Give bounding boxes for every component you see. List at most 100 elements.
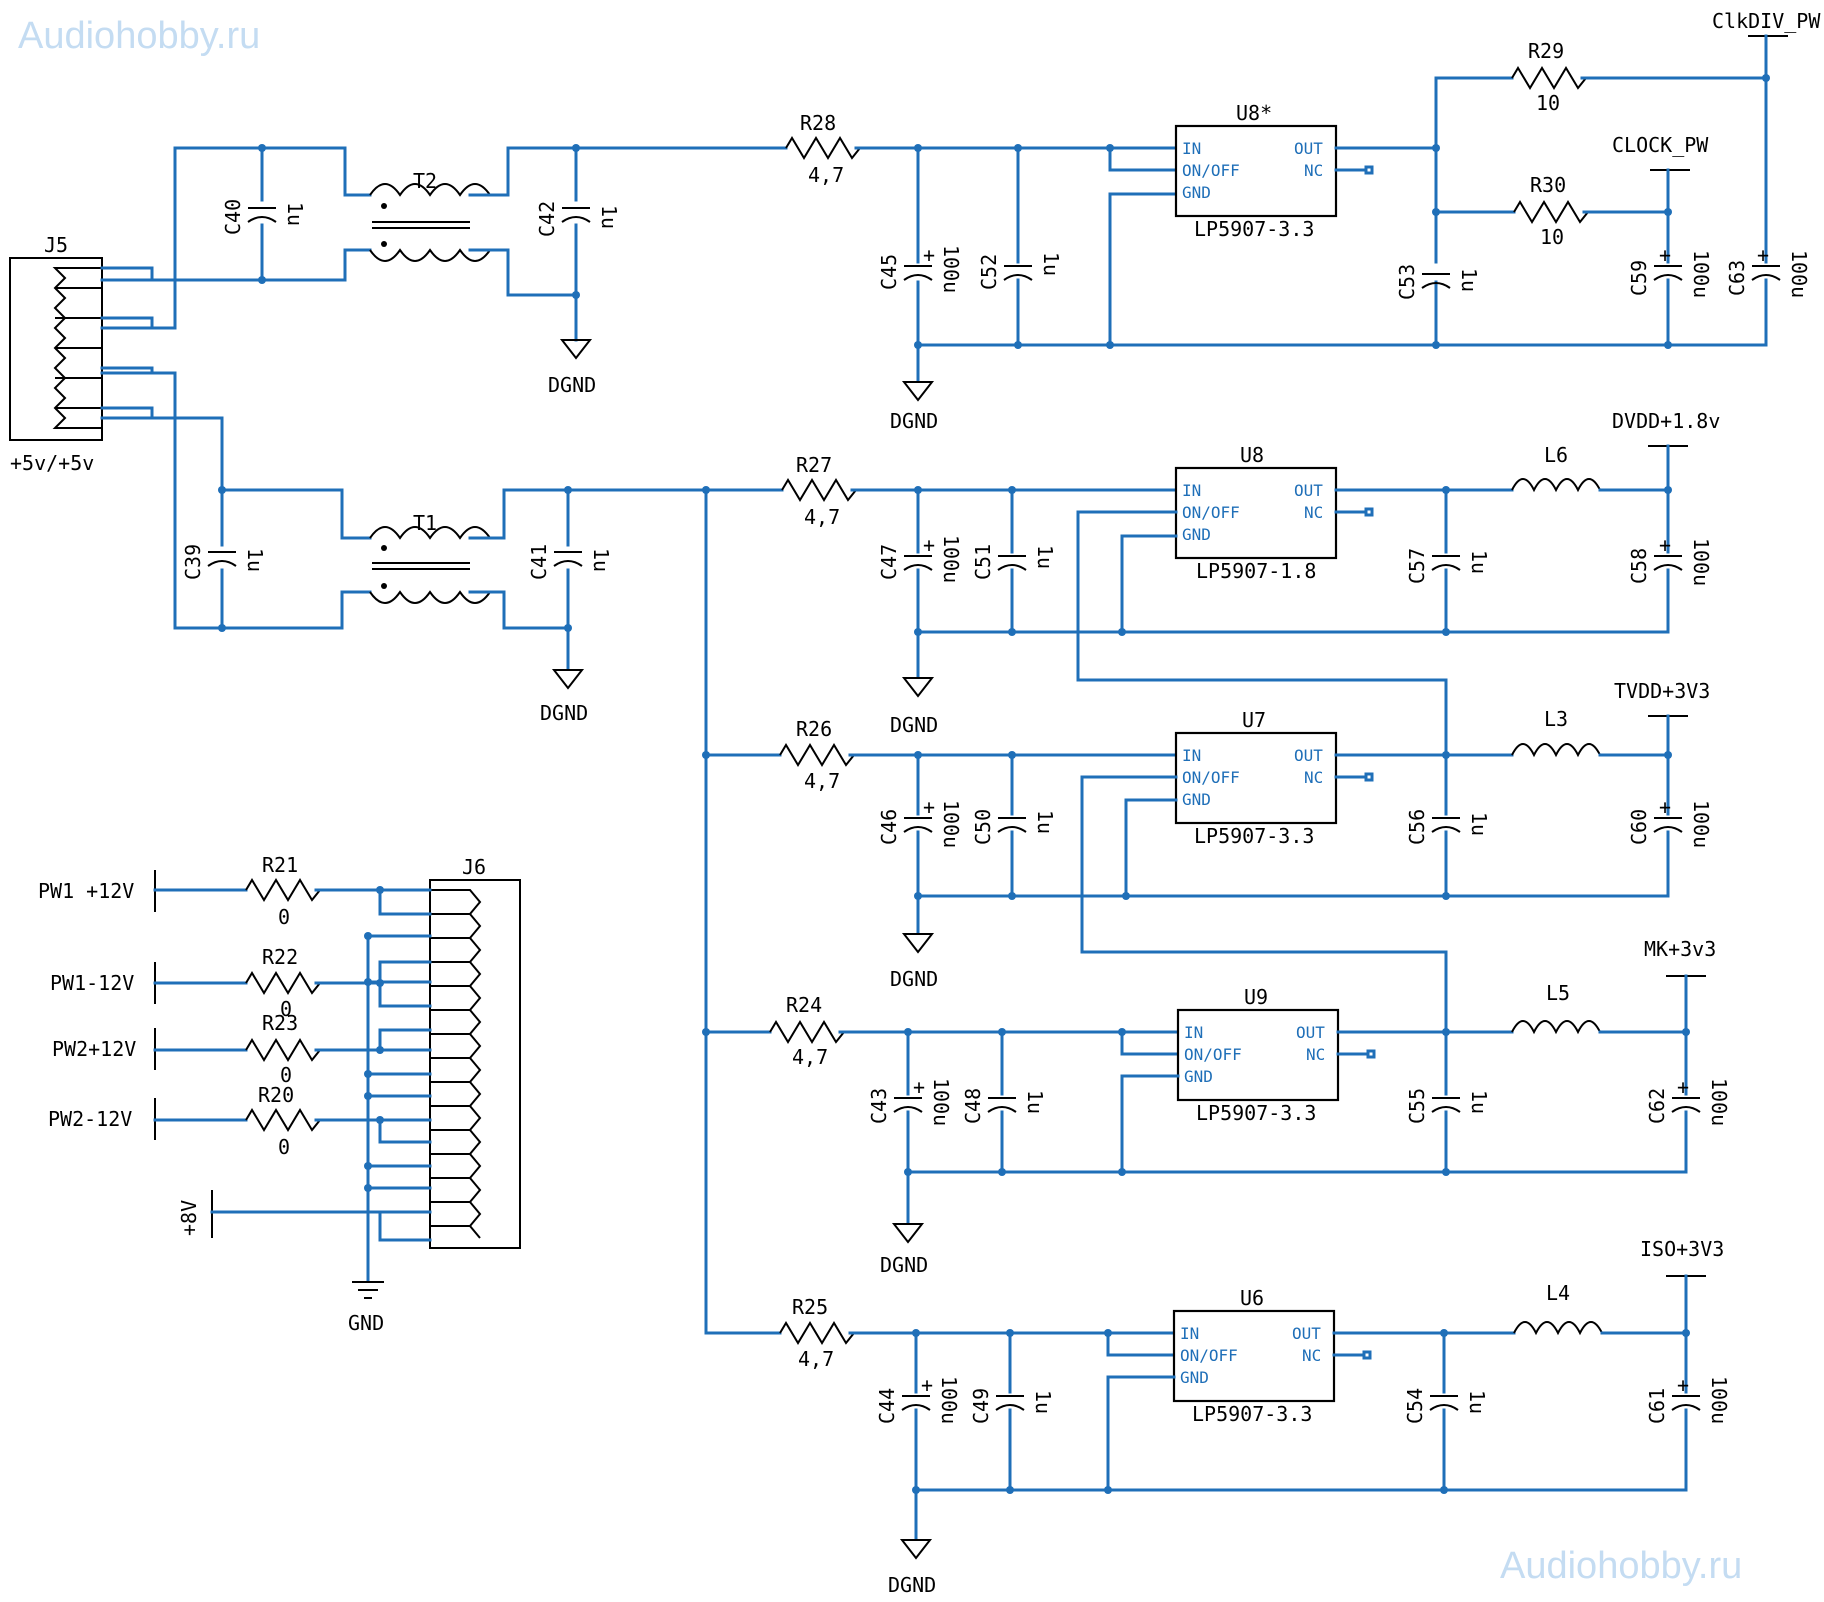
r26-value: 4,7 — [804, 769, 840, 793]
connector-j5: J5 +5v/+5v — [9, 233, 103, 475]
dgnd-label-r2: DGND — [890, 713, 938, 737]
c50-ref: C50 — [971, 809, 995, 845]
svg-text:NC: NC — [1304, 768, 1323, 787]
t1-ref: T1 — [413, 511, 437, 535]
svg-text:OUT: OUT — [1294, 746, 1323, 765]
stage-u7: R26 4,7 + C46 100u C50 1u IN ON/OFF GND … — [779, 679, 1713, 1034]
u9-part: LP5907-3.3 — [1196, 1101, 1316, 1125]
svg-text:+: + — [1677, 1373, 1689, 1397]
connector-j6: J6 — [429, 855, 521, 1249]
l4-ref: L4 — [1546, 1281, 1570, 1305]
svg-text:+: + — [1659, 533, 1671, 557]
svg-text:ON/OFF: ON/OFF — [1184, 1045, 1242, 1064]
c45-ref: C45 — [877, 254, 901, 290]
c62-value: 100u — [1707, 1078, 1731, 1126]
c40-value: 1u — [283, 202, 307, 226]
svg-text:+: + — [923, 795, 935, 819]
c44-ref: C44 — [875, 1388, 899, 1424]
u8star-ref: U8* — [1236, 101, 1272, 125]
pw1p-port: PW1 +12V — [38, 879, 134, 903]
u9-ref: U9 — [1244, 985, 1268, 1009]
svg-text:GND: GND — [1182, 183, 1211, 202]
c45-value: 100u — [939, 245, 963, 293]
svg-text:OUT: OUT — [1294, 139, 1323, 158]
svg-text:+: + — [1659, 795, 1671, 819]
svg-text:NC: NC — [1304, 503, 1323, 522]
svg-text:+: + — [921, 1373, 933, 1397]
r24-ref: R24 — [786, 993, 822, 1017]
c52-value: 1u — [1039, 252, 1063, 276]
r27-value: 4,7 — [804, 505, 840, 529]
stage-u8-star: R28 4,7 + C45 100u C52 1u IN ON/OFF GND … — [574, 9, 1821, 433]
c59-ref: C59 — [1627, 260, 1651, 296]
j5-label: +5v/+5v — [10, 451, 94, 475]
gnd-port: GND — [348, 1311, 384, 1335]
l5-ref: L5 — [1546, 981, 1570, 1005]
c53-ref: C53 — [1395, 264, 1419, 300]
svg-text:+: + — [923, 533, 935, 557]
c58-value: 100u — [1689, 538, 1713, 586]
tvdd-port: TVDD+3V3 — [1614, 679, 1710, 703]
c60-ref: C60 — [1627, 809, 1651, 845]
r23-value: 0 — [280, 1063, 292, 1087]
svg-text:ON/OFF: ON/OFF — [1182, 503, 1240, 522]
dgnd-label-t2: DGND — [548, 373, 596, 397]
u8-ref: U8 — [1240, 443, 1264, 467]
c40-ref: C40 — [221, 199, 245, 235]
c44-value: 100u — [937, 1376, 961, 1424]
r25-ref: R25 — [792, 1295, 828, 1319]
j5-ref: J5 — [44, 233, 68, 257]
dgnd-label-r4: DGND — [880, 1253, 928, 1277]
svg-text:NC: NC — [1302, 1346, 1321, 1365]
r28-ref: R28 — [800, 111, 836, 135]
r26-ref: R26 — [796, 717, 832, 741]
svg-text:OUT: OUT — [1292, 1324, 1321, 1343]
r22-value: 0 — [280, 997, 292, 1021]
svg-text:IN: IN — [1184, 1023, 1203, 1042]
c46-ref: C46 — [877, 809, 901, 845]
l3-ref: L3 — [1544, 707, 1568, 731]
r24-value: 4,7 — [792, 1045, 828, 1069]
j6-ref: J6 — [462, 855, 486, 879]
c61-value: 100u — [1707, 1376, 1731, 1424]
svg-text:ON/OFF: ON/OFF — [1182, 161, 1240, 180]
t1-block: T1 C39 1u C41 1u DGND — [181, 486, 708, 725]
c59-value: 100u — [1689, 250, 1713, 298]
svg-text:NC: NC — [1304, 161, 1323, 180]
svg-text:OUT: OUT — [1296, 1023, 1325, 1042]
r25-value: 4,7 — [798, 1347, 834, 1371]
pw2n-port: PW2-12V — [48, 1107, 132, 1131]
svg-text:+: + — [913, 1075, 925, 1099]
c41-value: 1u — [589, 548, 613, 572]
t2-block: T2 C40 1u C42 1u DGND — [173, 144, 621, 397]
c39-value: 1u — [243, 548, 267, 572]
watermark-bottom: Audiohobby.ru — [1500, 1545, 1742, 1587]
u7-ref: U7 — [1242, 708, 1266, 732]
t2-ref: T2 — [413, 169, 437, 193]
svg-text:+: + — [923, 243, 935, 267]
c62-ref: C62 — [1645, 1088, 1669, 1124]
svg-text:OUT: OUT — [1294, 481, 1323, 500]
stage-u6: R25 4,7 + C44 100u C49 1u IN ON/OFF GND … — [779, 1237, 1731, 1597]
stage-u9: R24 4,7 + C43 100u C48 1u IN ON/OFF GND … — [769, 937, 1731, 1277]
pw1n-port: PW1-12V — [50, 971, 134, 995]
c43-value: 100u — [929, 1078, 953, 1126]
c42-value: 1u — [597, 205, 621, 229]
stage-u8: R27 4,7 + C47 100u C51 1u IN ON/OFF GND … — [704, 409, 1720, 757]
c42-ref: C42 — [535, 201, 559, 237]
dgnd-label-r1: DGND — [890, 409, 938, 433]
watermark-top: Audiohobby.ru — [18, 15, 260, 57]
clock-port: CLOCK_PW — [1612, 133, 1709, 157]
mk-port: MK+3v3 — [1644, 937, 1716, 961]
clkdiv-port: ClkDIV_PW — [1712, 9, 1821, 33]
svg-text:ON/OFF: ON/OFF — [1180, 1346, 1238, 1365]
svg-text:IN: IN — [1182, 746, 1201, 765]
svg-text:GND: GND — [1184, 1067, 1213, 1086]
c46-value: 100u — [939, 800, 963, 848]
c61-ref: C61 — [1645, 1388, 1669, 1424]
c51-value: 1u — [1033, 545, 1057, 569]
c39-ref: C39 — [181, 544, 205, 580]
c51-ref: C51 — [971, 544, 995, 580]
u8star-part: LP5907-3.3 — [1194, 217, 1314, 241]
